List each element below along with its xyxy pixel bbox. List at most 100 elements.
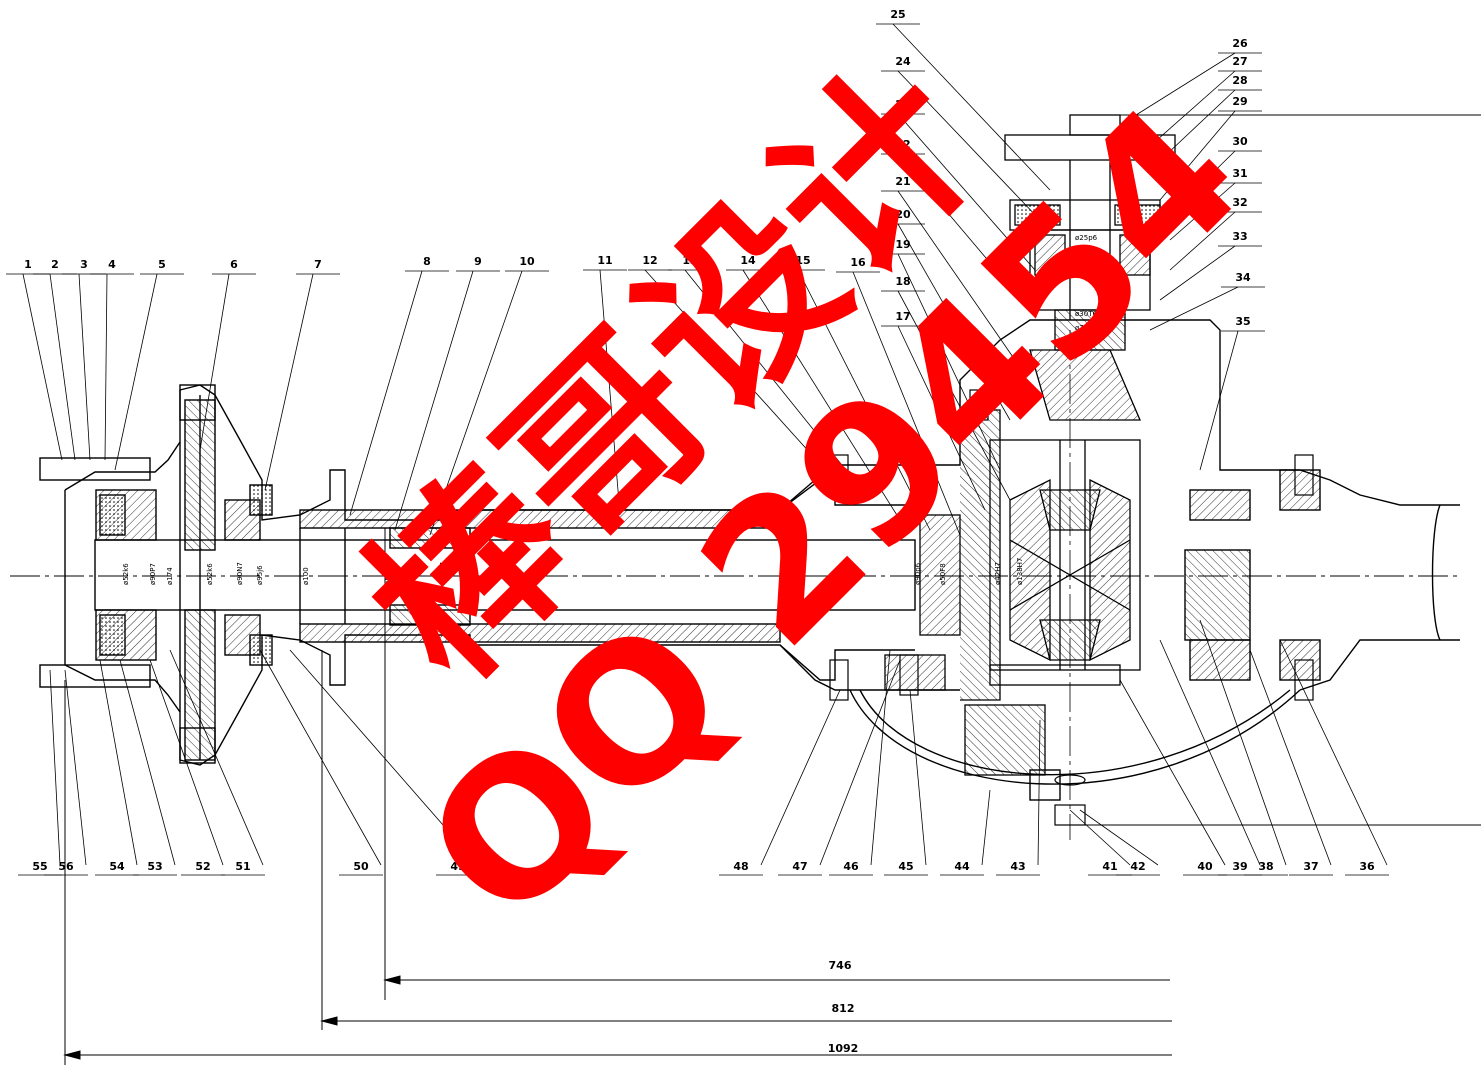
part-label-40: 40	[1197, 860, 1213, 873]
fit-label: ø62f7	[1075, 246, 1095, 254]
fit-label: ø48H7	[439, 562, 447, 585]
pinion-shaft	[1004, 114, 1176, 421]
part-label-39: 39	[1232, 860, 1247, 873]
leader-line	[1169, 150, 1236, 216]
part-label-4: 4	[108, 258, 116, 271]
leader-line	[1119, 52, 1236, 126]
leader-line	[1159, 639, 1261, 866]
leader-line	[1199, 330, 1239, 471]
dimension-lines	[63, 114, 1481, 1065]
leader-line	[897, 290, 1011, 501]
leader-line	[897, 153, 1031, 311]
part-label-12: 12	[642, 254, 657, 267]
leader-line	[119, 659, 176, 866]
fit-label: ø100	[302, 567, 310, 585]
leader-lines	[6, 23, 1389, 876]
leader-line	[1149, 89, 1236, 171]
part-label-25: 25	[890, 8, 905, 21]
part-label-2: 2	[51, 258, 59, 271]
part-label-36: 36	[1359, 860, 1375, 873]
fit-label: ø90N7	[236, 562, 244, 585]
leader-line	[1279, 639, 1388, 866]
leader-line	[289, 649, 479, 866]
leader-line	[394, 270, 474, 531]
part-label-24: 24	[895, 55, 911, 68]
leader-line	[49, 273, 76, 461]
leader-line	[897, 223, 1011, 421]
leader-line	[349, 270, 423, 516]
leader-line	[819, 659, 901, 866]
leader-line	[797, 269, 931, 531]
part-label-53: 53	[147, 860, 162, 873]
fit-label: ø50F8	[939, 563, 947, 585]
leader-line	[909, 689, 927, 866]
leader-line	[644, 269, 831, 476]
leader-line	[1079, 809, 1159, 866]
part-label-19: 19	[895, 238, 910, 251]
part-label-11: 11	[597, 254, 612, 267]
fit-label: ø25p6	[1075, 234, 1098, 242]
fit-label: ø95j6	[256, 565, 264, 585]
leader-line	[599, 269, 621, 516]
leader-line	[684, 269, 871, 501]
bolts	[829, 389, 1314, 826]
leader-line	[259, 649, 382, 866]
fit-label: ø90p6	[914, 562, 922, 585]
leader-line	[1149, 286, 1239, 331]
part-label-13: 13	[682, 254, 697, 267]
leader-line	[22, 273, 63, 461]
fit-label: ø30T6	[1075, 310, 1097, 318]
dimension-746: 746	[829, 959, 852, 972]
leader-line	[169, 649, 264, 866]
part-label-37: 37	[1303, 860, 1318, 873]
part-label-38: 38	[1258, 860, 1273, 873]
part-label-15: 15	[795, 254, 810, 267]
part-label-35: 35	[1235, 315, 1250, 328]
leader-line	[264, 273, 314, 491]
part-label-47: 47	[792, 860, 807, 873]
fit-label: ø52k6	[122, 563, 130, 585]
part-label-54: 54	[109, 860, 125, 873]
part-label-43: 43	[1010, 860, 1025, 873]
leader-line	[1139, 70, 1236, 156]
part-label-30: 30	[1232, 135, 1248, 148]
leader-line	[760, 689, 841, 866]
part-label-45: 45	[898, 860, 913, 873]
gears	[884, 409, 1141, 776]
leader-line	[870, 649, 891, 866]
leader-line	[1037, 719, 1041, 866]
fit-label: ø52k6	[206, 563, 214, 585]
part-label-33: 33	[1232, 230, 1247, 243]
dimension-values: 746 812 1092	[828, 959, 859, 1055]
part-label-5: 5	[158, 258, 166, 271]
part-label-3: 3	[80, 258, 88, 271]
part-label-49: 49	[450, 860, 465, 873]
leader-line	[78, 273, 91, 461]
fit-label: ø90P7	[149, 563, 157, 585]
part-label-6: 6	[230, 258, 238, 271]
part-label-42: 42	[1130, 860, 1145, 873]
part-label-51: 51	[235, 860, 250, 873]
axle-tube	[94, 509, 916, 643]
part-label-46: 46	[843, 860, 859, 873]
leader-line	[897, 190, 1016, 361]
part-label-34: 34	[1235, 271, 1251, 284]
part-label-44: 44	[954, 860, 970, 873]
part-label-27: 27	[1232, 55, 1247, 68]
leader-line	[99, 659, 138, 866]
leader-line	[1159, 110, 1236, 201]
part-label-31: 31	[1232, 167, 1247, 180]
part-label-17: 17	[895, 310, 910, 323]
leader-line	[897, 70, 1041, 221]
fit-label: ø52k6	[384, 563, 392, 585]
leader-line	[199, 273, 230, 451]
part-label-41: 41	[1102, 860, 1117, 873]
leader-line	[742, 269, 901, 521]
fit-label: ø138H7	[1016, 558, 1024, 585]
differential-housing	[779, 319, 1460, 801]
leader-line	[1159, 245, 1236, 301]
fit-label: ø42H7	[994, 562, 1002, 585]
part-label-23: 23	[895, 98, 910, 111]
leader-line	[1249, 649, 1332, 866]
